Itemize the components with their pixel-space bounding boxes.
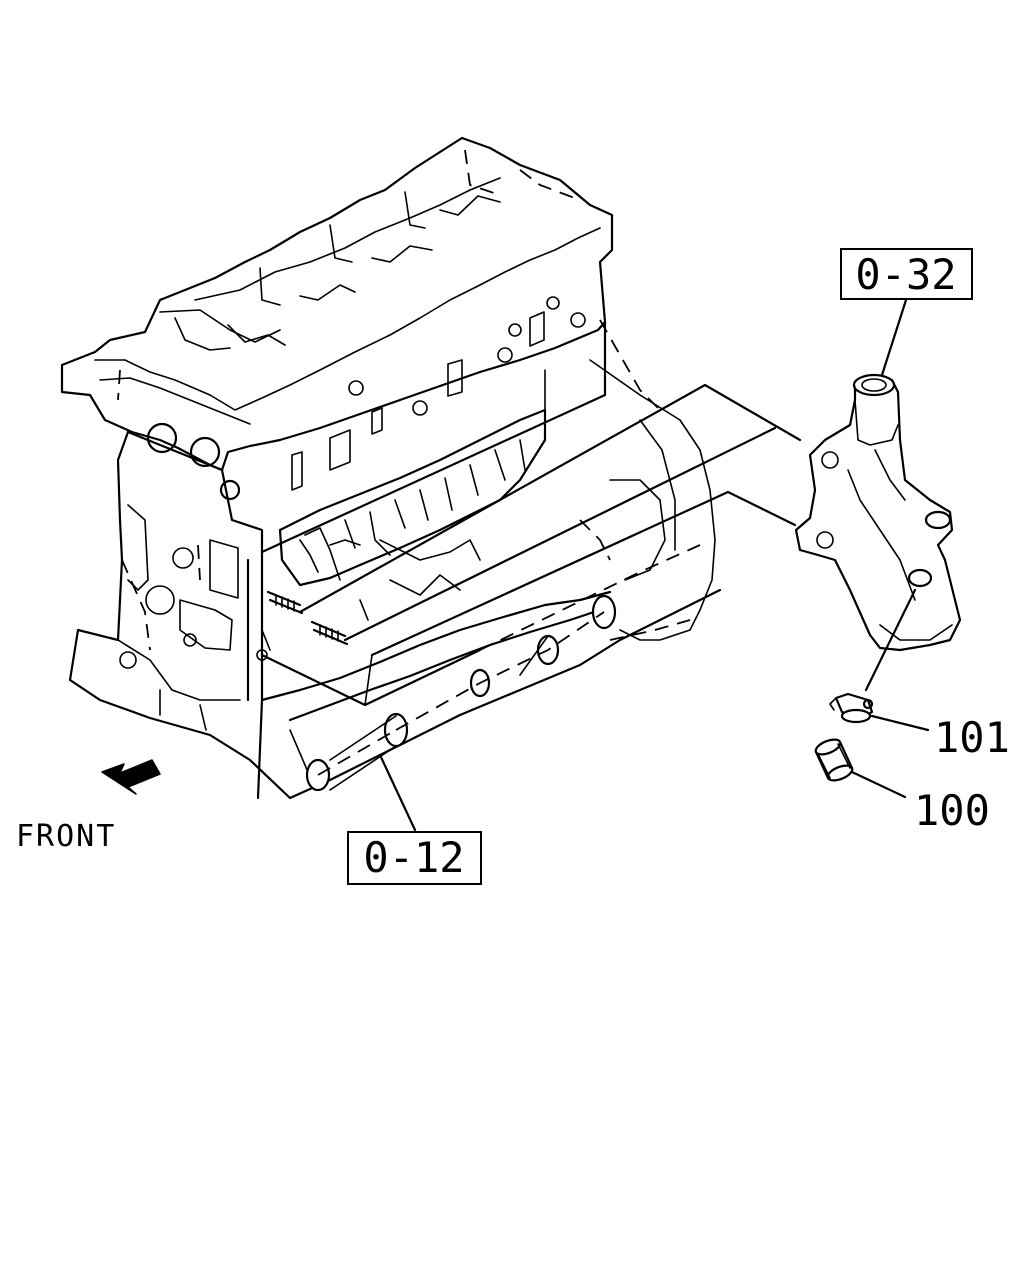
upper-ref-label: 0-32 (855, 250, 956, 299)
part-number-sensor: 101 (934, 713, 1010, 762)
front-indicator: FRONT (16, 759, 161, 854)
leader-lower-ref (378, 753, 417, 832)
thermostat-housing (794, 373, 962, 652)
upper-ref-callout[interactable]: 0-32 (840, 248, 973, 300)
leader-sensor (870, 714, 930, 732)
lower-ref-callout[interactable]: 0-12 (347, 831, 482, 885)
lower-ref-label: 0-12 (363, 833, 464, 882)
sensor-part (829, 692, 874, 724)
reference-lines (260, 383, 802, 707)
leader-sleeve (850, 770, 907, 799)
part-number-sleeve: 100 (914, 786, 990, 835)
front-arrow-icon (101, 759, 161, 795)
sleeve-part (814, 738, 854, 782)
front-label: FRONT (16, 819, 116, 854)
engine-block (60, 136, 722, 800)
leader-housing-sensor (864, 588, 917, 692)
leader-upper-ref (880, 298, 908, 377)
